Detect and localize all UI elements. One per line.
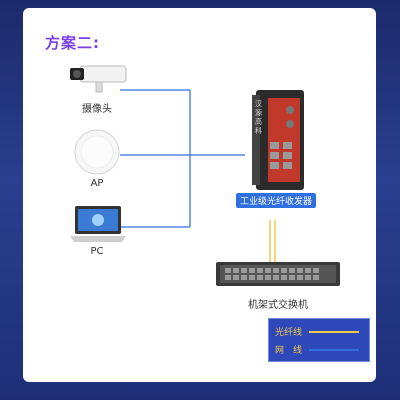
legend-network-label: 网 线 [275, 346, 303, 356]
legend: 光纤线 网 线 [268, 318, 370, 362]
legend-network-swatch [309, 349, 359, 351]
switch-label: 机架式交换机 [248, 300, 308, 311]
transceiver-icon [252, 90, 304, 190]
legend-fiber-swatch [309, 331, 359, 333]
fiber-lines [269, 220, 276, 262]
network-lines [120, 89, 245, 228]
transceiver-label: 工业级光纤收发器 [236, 193, 317, 208]
laptop-icon [70, 206, 126, 242]
scheme-title: 方案二: [45, 34, 100, 52]
camera-label: 摄像头 [82, 104, 112, 115]
transceiver-brand: 汉源高科 [255, 100, 262, 135]
access-point-icon [74, 129, 120, 175]
camera-icon [70, 65, 127, 93]
rack-switch-icon [216, 262, 340, 286]
pc-label: PC [90, 246, 104, 257]
ap-label: AP [90, 178, 104, 189]
legend-fiber-label: 光纤线 [275, 328, 303, 338]
